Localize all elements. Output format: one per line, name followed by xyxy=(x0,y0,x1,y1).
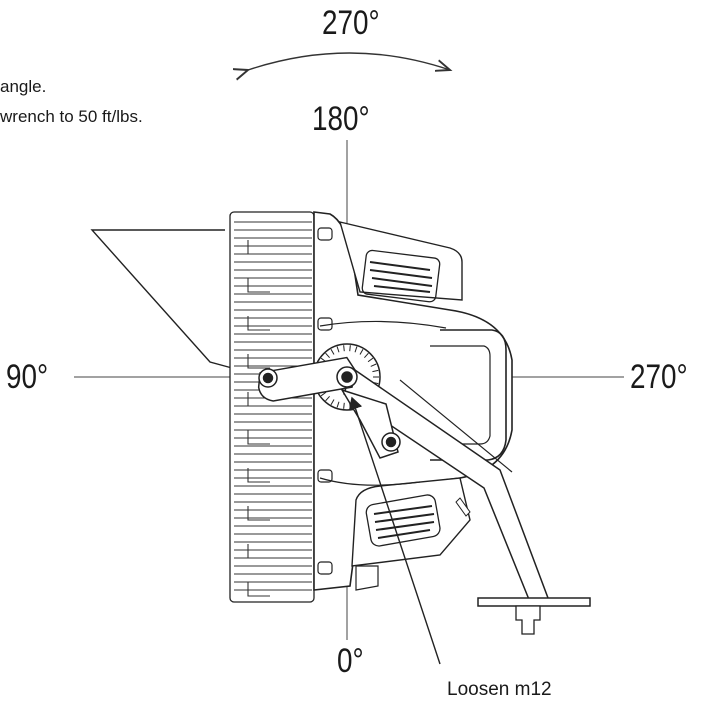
heatsink-notch xyxy=(247,544,270,559)
loosen-callout-arrow xyxy=(348,396,441,665)
mounting-bolt xyxy=(515,605,541,635)
instruction-line-2: wrench to 50 ft/lbs. xyxy=(0,107,143,126)
yoke-bracket-slot xyxy=(455,497,471,517)
angle-label-rotation-270: 270° xyxy=(322,4,380,42)
angle-label-180: 180° xyxy=(312,100,370,138)
loosen-callout-label: Loosen m12 xyxy=(447,679,552,700)
dial-tick xyxy=(359,349,364,355)
housing-upper-contour xyxy=(319,320,447,329)
dial-tick xyxy=(325,352,330,359)
lower-vent-housing xyxy=(351,477,471,567)
yoke-bracket-edge xyxy=(399,379,513,473)
housing-foot xyxy=(355,565,379,591)
rotation-arc-arrow xyxy=(248,52,450,70)
dial-tick xyxy=(325,395,330,402)
housing-tabs xyxy=(317,227,333,575)
dial-tick xyxy=(336,401,340,408)
lower-vent-slots xyxy=(373,505,435,539)
instruction-line-1: angle. xyxy=(0,77,47,96)
angle-label-90: 90° xyxy=(6,358,49,396)
angle-label-270: 270° xyxy=(630,358,688,396)
upper-vent-slots xyxy=(369,261,433,293)
upper-vent-frame xyxy=(361,249,441,303)
dial-tick xyxy=(354,346,358,353)
dial-tick xyxy=(367,357,374,363)
dial-tick xyxy=(372,369,379,373)
dial-tick xyxy=(336,346,340,353)
dial-tick xyxy=(330,349,335,355)
heatsink-notch xyxy=(247,316,270,331)
upper-vent-housing xyxy=(338,221,463,301)
heatsink-notch xyxy=(247,240,270,255)
leader-line-heatsink xyxy=(90,229,233,369)
dial-tick xyxy=(349,345,351,352)
rear-handle-inner xyxy=(430,345,491,445)
heatsink-notch xyxy=(247,582,270,597)
dial-tick xyxy=(343,345,345,352)
dial-tick xyxy=(343,402,345,409)
dial-tick xyxy=(330,399,335,405)
heatsink-notch xyxy=(247,392,270,407)
housing-lower-contour xyxy=(319,477,421,486)
dial-tick xyxy=(364,352,369,359)
heatsink-notch xyxy=(247,506,270,521)
heatsink-notch xyxy=(247,468,270,483)
mounting-plate xyxy=(477,597,591,607)
dial-tick xyxy=(320,391,327,397)
heatsink-notch xyxy=(247,354,270,369)
heatsink-notch xyxy=(247,278,270,293)
pivot-bolts xyxy=(258,366,401,452)
lower-vent-frame xyxy=(365,494,441,547)
dial-tick xyxy=(370,363,377,367)
angle-label-0: 0° xyxy=(337,642,364,680)
heatsink-notch xyxy=(247,430,270,445)
